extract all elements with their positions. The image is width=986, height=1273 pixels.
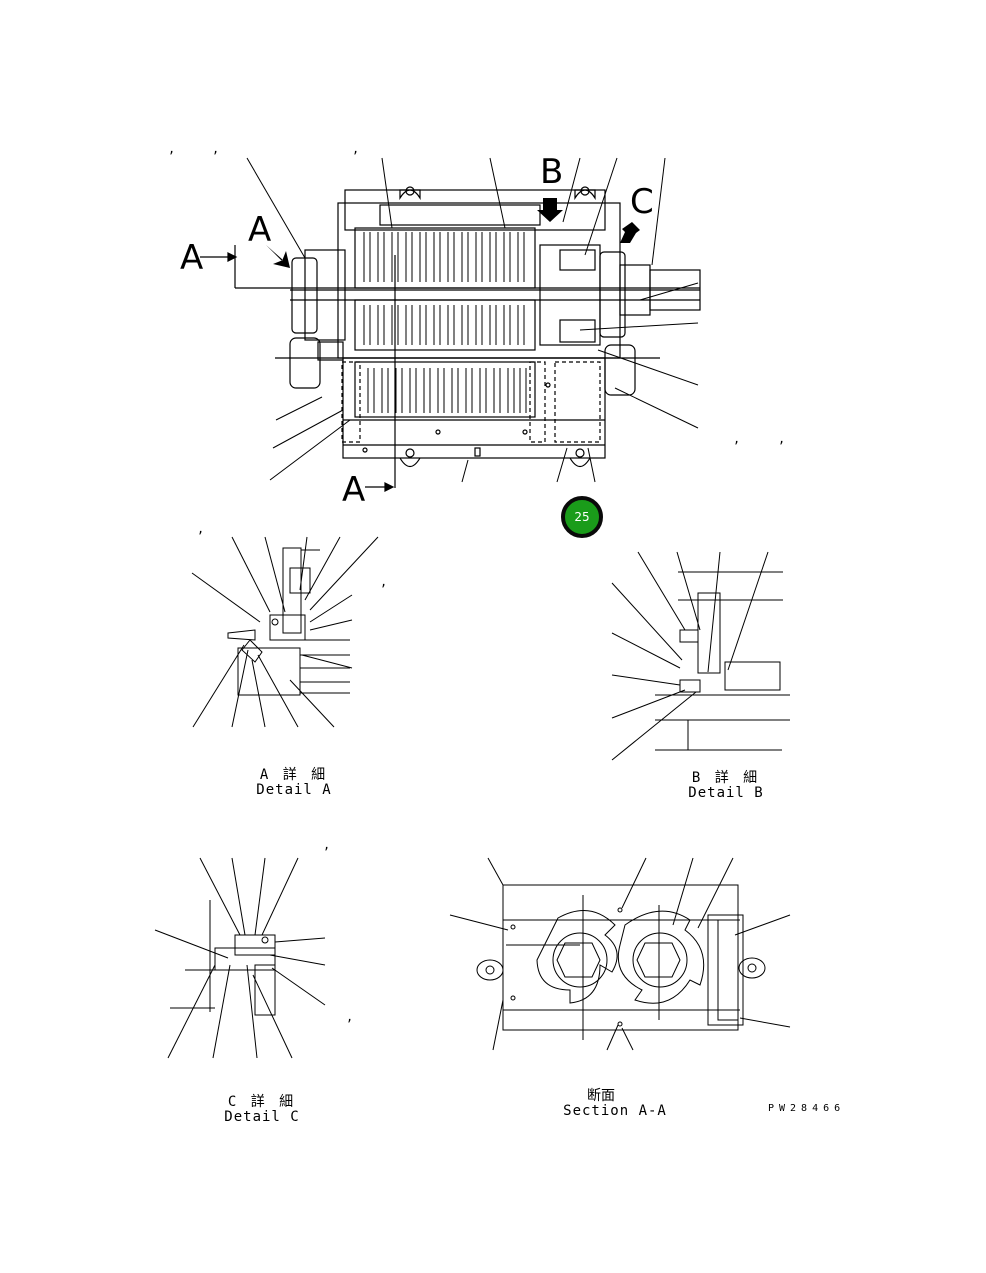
badge-number: 25 — [574, 510, 590, 524]
section-caption-jp: 断面 — [587, 1088, 615, 1104]
view-label-a-bottom: A — [342, 470, 366, 510]
drawing-number: PW28466 — [768, 1103, 846, 1114]
detail-c-caption-jp: C 詳 細 — [227, 1094, 297, 1110]
view-label-a-arrow: A — [248, 210, 272, 250]
main-leader-lines — [246, 157, 699, 483]
detail-b-caption-jp: B 詳 細 — [691, 770, 761, 786]
main-assembly-view — [234, 186, 701, 488]
section-aa-drawing — [449, 857, 791, 1051]
view-label-c: C — [630, 182, 654, 222]
detail-c-caption-en: Detail C — [224, 1109, 300, 1125]
detail-b-drawing — [611, 551, 790, 761]
tick-mark: , — [197, 522, 205, 536]
section-caption-en: Section A-A — [563, 1103, 667, 1119]
detail-a-caption-jp: A 詳 細 — [259, 767, 329, 783]
section-arrows — [200, 252, 395, 492]
detail-a-drawing — [191, 536, 379, 728]
tick-mark: , — [323, 838, 331, 852]
tick-mark: , — [168, 142, 176, 156]
tick-mark: , — [212, 142, 220, 156]
tick-mark: , — [352, 142, 360, 156]
detail-b-caption-en: Detail B — [688, 785, 764, 801]
detail-a-caption-en: Detail A — [256, 782, 332, 798]
tick-mark: , — [778, 432, 786, 446]
reference-badge[interactable]: 25 — [561, 496, 603, 538]
view-label-b: B — [540, 152, 564, 192]
detail-c-drawing — [154, 857, 326, 1059]
view-arrows — [266, 198, 640, 268]
tick-mark: , — [380, 575, 388, 589]
tick-mark: , — [733, 432, 741, 446]
rotor-teeth-upper — [363, 232, 527, 413]
view-label-a-left: A — [180, 238, 204, 278]
tick-mark: , — [346, 1010, 354, 1024]
